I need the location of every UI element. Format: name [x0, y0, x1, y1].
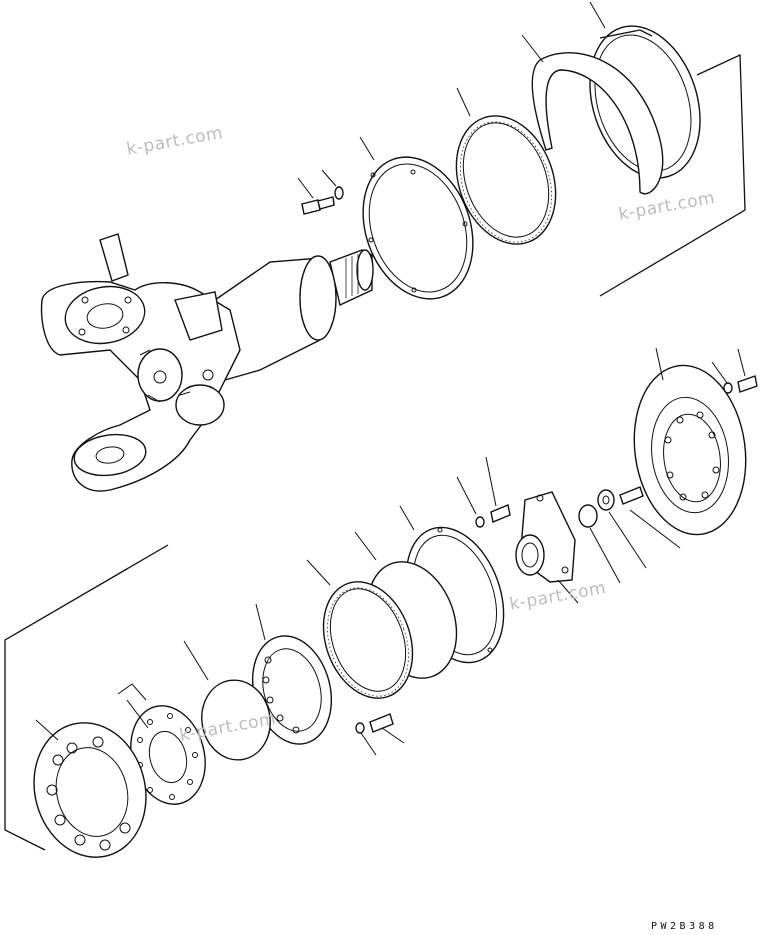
- leader-spacer-plate-2: [126, 699, 149, 729]
- bolt-disc: [737, 375, 758, 393]
- leader-o-ring-large: [354, 531, 377, 561]
- leader-bolt-disc: [737, 348, 746, 377]
- washer-bottom: [355, 722, 365, 734]
- thick-washer: [597, 489, 615, 511]
- leader-spacer-plate: [117, 683, 147, 701]
- brake-disc: [633, 364, 747, 536]
- washer-top: [334, 186, 344, 200]
- shim-ring: [201, 679, 271, 761]
- leader-snap-ring: [456, 87, 471, 117]
- group-bracket-bottom: [4, 544, 169, 851]
- leader-tapered-bearing: [35, 719, 59, 741]
- leader-o-ring-small: [589, 527, 621, 584]
- leader-bolt-center: [629, 509, 681, 549]
- bolt-bottom: [369, 713, 394, 733]
- bolt-center: [619, 486, 644, 505]
- leader-bolt-mid: [485, 456, 497, 507]
- axle-housing: [40, 233, 374, 492]
- leader-flange-yoke: [557, 579, 579, 604]
- leader-washer-top: [321, 169, 337, 187]
- leader-washer-bottom: [360, 732, 377, 756]
- split-band: [531, 52, 664, 195]
- leader-bolt-bottom: [381, 727, 405, 744]
- leader-retainer-plate: [399, 505, 415, 531]
- snap-ring: [455, 115, 557, 245]
- washer-disc: [723, 382, 733, 394]
- bearing-cup: [322, 581, 414, 699]
- leader-brake-plate: [359, 136, 375, 161]
- leader-washer-disc: [711, 361, 728, 384]
- leader-washer-mid: [456, 476, 477, 515]
- flange-yoke: [515, 491, 576, 583]
- drawing-code: PW2B388: [651, 921, 718, 932]
- leader-roller-bearing: [255, 603, 266, 641]
- leader-brake-disc: [655, 347, 664, 381]
- leader-split-band: [521, 34, 544, 63]
- leader-shim-ring: [183, 640, 209, 681]
- bolt-mid: [490, 504, 511, 523]
- brake-plate: [362, 156, 474, 300]
- leader-bearing-cup: [306, 559, 331, 586]
- tapered-bearing: [33, 722, 147, 858]
- leader-thick-washer: [608, 511, 647, 569]
- bolt-top: [301, 196, 335, 215]
- group-bracket-top: [599, 53, 746, 297]
- washer-mid: [475, 516, 485, 528]
- leader-drum-cover: [589, 1, 606, 29]
- leader-bolt-top: [297, 177, 314, 199]
- o-ring-small: [578, 504, 598, 528]
